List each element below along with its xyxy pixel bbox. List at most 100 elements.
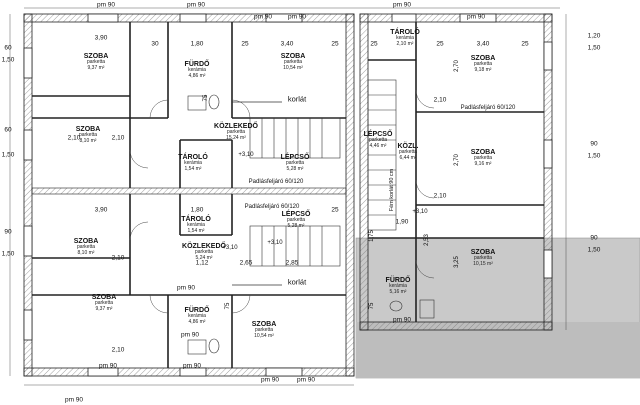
dim: 75	[369, 302, 375, 310]
bathroom-fixtures	[187, 94, 435, 355]
level-mark: +3,10	[238, 152, 254, 158]
room-name: KÖZL.	[397, 143, 419, 151]
room-area: 5,16 m²	[389, 288, 407, 295]
windows	[23, 13, 553, 377]
dim: 25	[241, 40, 249, 48]
dim: 3,40	[280, 40, 294, 48]
dim: pm 90	[392, 1, 412, 9]
dim: 1,50	[587, 44, 601, 52]
dim: 75	[203, 94, 209, 102]
dim: pm 90	[182, 362, 202, 370]
dim: 2,85	[285, 259, 299, 267]
dim: pm 90	[64, 396, 84, 404]
room-material: parketta	[286, 217, 306, 224]
room-name: LÉPCSŐ	[363, 131, 393, 139]
dim: 2,10	[111, 346, 125, 354]
room-material: kerámia	[389, 283, 407, 290]
dim: 2,10	[111, 134, 125, 142]
room-name: SZOBA	[251, 321, 277, 329]
metal-railing-label: Fém korlát 90 cm	[389, 168, 395, 212]
dim: pm 90	[287, 13, 307, 21]
room-area: 5,24 m²	[195, 254, 213, 261]
level-mark: +3,10	[412, 209, 428, 215]
room-area: 4,86 m²	[188, 318, 206, 325]
dimension-lines	[9, 7, 567, 386]
room-area: 8,10 m²	[79, 137, 97, 144]
room-area: 1,54 m²	[184, 165, 202, 172]
railing-label-bottom: korlát	[287, 277, 307, 287]
room-name: FÜRDŐ	[184, 307, 210, 315]
room-material: parketta	[226, 129, 246, 136]
room-material: kerámia	[396, 35, 414, 42]
room-name: FÜRDŐ	[385, 277, 411, 285]
dim: pm 90	[253, 13, 273, 21]
room-material: parketta	[86, 59, 106, 66]
room-name: FÜRDŐ	[184, 61, 210, 69]
dim: 2,10	[433, 192, 447, 200]
dim: pm 90	[466, 13, 486, 21]
room-name: SZOBA	[75, 126, 101, 134]
dim: pm 90	[176, 284, 196, 292]
dim: 3,90	[94, 206, 108, 214]
room-material: kerámia	[187, 222, 205, 229]
room-material: parketta	[398, 149, 418, 156]
dim: 25	[331, 206, 339, 214]
room-name: LÉPCSŐ	[281, 211, 311, 219]
room-material: parketta	[473, 61, 493, 68]
dim: 3,25	[454, 256, 460, 268]
dim: 2,10	[111, 254, 125, 262]
room-area: 5,28 m²	[287, 222, 305, 229]
dim: 25	[370, 40, 378, 48]
dim: 60	[4, 44, 12, 52]
room-area: 4,46 m²	[369, 142, 387, 149]
room-area: 9,37 m²	[95, 305, 113, 312]
room-area: 4,86 m²	[188, 72, 206, 79]
dim: 1,80	[190, 206, 204, 214]
dim: pm 90	[180, 331, 200, 339]
door-swings	[129, 89, 435, 314]
room-material: kerámia	[184, 160, 202, 167]
dim: 90	[590, 234, 598, 242]
dim: 2,70	[454, 154, 460, 166]
dim: 60	[4, 126, 12, 134]
level-mark: +3,10	[267, 240, 283, 246]
dim: 25	[436, 40, 444, 48]
dim: 2,70	[454, 60, 460, 72]
room-area: 6,44 m²	[399, 154, 417, 161]
room-material: parketta	[283, 59, 303, 66]
room-name: KÖZLEKEDŐ	[214, 123, 258, 131]
room-material: parketta	[76, 244, 96, 251]
room-material: kerámia	[188, 67, 206, 74]
room-area: 8,10 m²	[77, 249, 95, 256]
room-name: KÖZLEKEDŐ	[182, 243, 226, 251]
dim: 90	[4, 228, 12, 236]
room-area: 10,54 m²	[283, 64, 303, 71]
dim: 1,50	[1, 56, 15, 64]
room-material: parketta	[473, 155, 493, 162]
interior-walls	[32, 22, 544, 368]
dim: 2,53	[424, 234, 430, 246]
dim: 25	[521, 40, 529, 48]
room-name: SZOBA	[470, 249, 496, 257]
room-area: 10,15 m²	[473, 260, 493, 267]
room-area: 1,54 m²	[187, 227, 205, 234]
attic-hatch-label: Padlásfeljáró 60/120	[460, 105, 516, 111]
room-name: SZOBA	[470, 149, 496, 157]
dim: 1,50	[1, 151, 15, 159]
